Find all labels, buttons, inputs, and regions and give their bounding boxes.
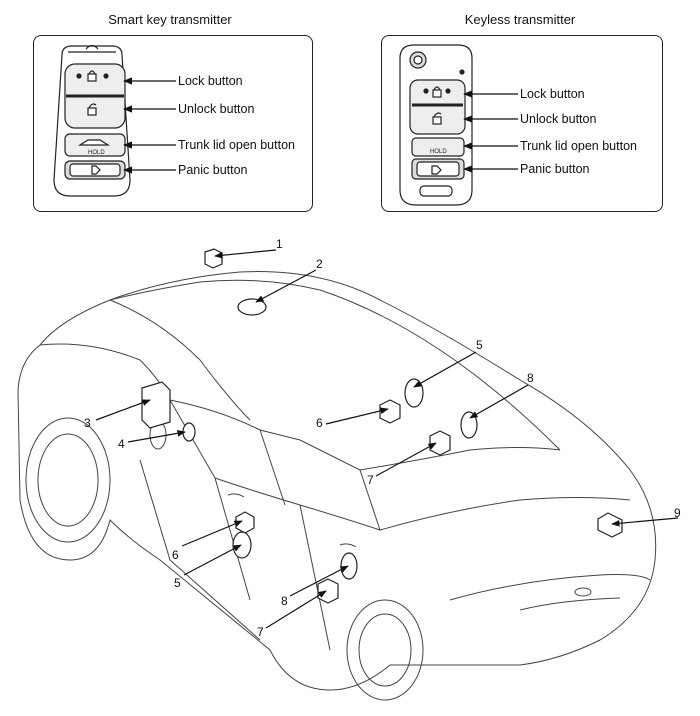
callout-4: 4: [118, 437, 125, 451]
callout-8-top: 8: [527, 371, 534, 385]
keyless-title: Keyless transmitter: [464, 12, 576, 27]
callout-2: 2: [316, 257, 323, 271]
callout-1: 1: [276, 237, 283, 251]
keyless-lock-label: Lock button: [520, 87, 585, 101]
callout-5-top: 5: [476, 338, 483, 352]
leader-9: [611, 517, 679, 527]
callout-7-top: 7: [367, 473, 374, 487]
keyless-panic-label: Panic button: [520, 162, 590, 176]
components: [141, 248, 623, 604]
leader-5-bottom: [183, 544, 242, 576]
component-6-bottom: [235, 511, 255, 534]
keyless-trunk-label: Trunk lid open button: [520, 139, 637, 153]
leader-5-top: [413, 351, 477, 388]
smart-key-panic-label: Panic button: [178, 163, 248, 177]
component-8-bottom: [340, 552, 358, 580]
callout-6-top: 6: [316, 416, 323, 430]
component-1: [204, 248, 223, 269]
callout-8-bottom: 8: [281, 594, 288, 608]
keyless-unlock-label: Unlock button: [520, 112, 597, 126]
callout-7-bottom: 7: [257, 625, 264, 639]
callout-6-bottom: 6: [172, 548, 179, 562]
leader-6-top: [325, 407, 389, 425]
component-7-bottom: [317, 578, 339, 604]
leader-8-bottom: [289, 565, 349, 597]
component-6-top: [379, 399, 401, 424]
callout-5-bottom: 5: [174, 576, 181, 590]
smart-key-title: Smart key transmitter: [108, 12, 232, 27]
component-2: [237, 298, 267, 316]
keyless-panel: [381, 35, 663, 212]
component-8-top: [460, 411, 478, 439]
car-outline: [17, 271, 657, 701]
leader-4: [127, 429, 186, 443]
keyless-hold-text: HOLD: [430, 149, 447, 155]
leader-2: [255, 269, 317, 303]
leader-3: [95, 399, 151, 421]
leader-6-bottom: [181, 520, 243, 547]
smart-key-trunk-label: Trunk lid open button: [178, 138, 295, 152]
callout-3: 3: [84, 416, 91, 430]
callout-9: 9: [674, 506, 681, 520]
smart-key-fob: [53, 44, 131, 197]
leader-7-bottom: [265, 590, 327, 629]
component-7-top: [429, 430, 451, 456]
leader-1: [214, 249, 277, 259]
smart-key-hold-text: HOLD: [88, 150, 105, 156]
keyless-fob: [399, 44, 473, 206]
leader-7-top: [375, 442, 437, 477]
component-5-bottom: [232, 531, 252, 559]
smart-key-lock-label: Lock button: [178, 74, 243, 88]
component-3: [141, 381, 171, 429]
component-9: [597, 512, 623, 538]
smart-key-panel: [33, 35, 313, 212]
smart-key-unlock-label: Unlock button: [178, 102, 255, 116]
leader-8-top: [469, 384, 529, 419]
